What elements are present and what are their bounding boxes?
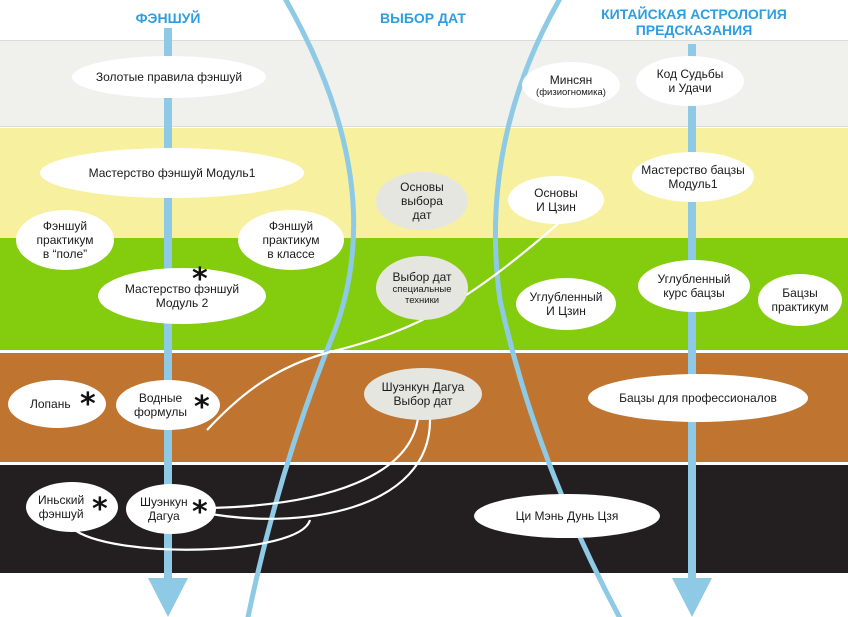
column-title-fengshui: ФЭНШУЙ <box>135 10 201 26</box>
connector-shuankun-dates-to-dagua <box>209 417 420 510</box>
node-label: Бацзы практикум <box>771 286 829 314</box>
dates-left-boundary-arc <box>245 0 357 617</box>
astrology-arrowhead <box>672 578 712 617</box>
connector-iching-to-water <box>206 221 561 431</box>
node-bazi-module1[interactable]: Мастерство бацзы Модуль1 <box>632 152 754 202</box>
node-label: Шуэнкун Дагуа <box>140 495 188 523</box>
column-title-astrology: КИТАЙСКАЯ АСТРОЛОГИЯ ПРЕДСКАЗАНИЯ <box>601 6 787 38</box>
node-bazi-practice[interactable]: Бацзы практикум <box>758 274 842 326</box>
node-bazi-advanced[interactable]: Углубленный курс бацзы <box>638 260 750 312</box>
node-label: Основы выбора дат <box>400 180 444 222</box>
node-label: Золотые правила фэншуй <box>95 70 243 84</box>
node-label: Выбор дат <box>392 270 452 284</box>
node-label: Иньский фэншуй <box>38 493 85 521</box>
node-label: Мастерство фэншуй Модуль1 <box>88 166 256 180</box>
node-label: Лопань <box>30 397 71 411</box>
node-date-basics[interactable]: Основы выбора дат <box>376 172 468 230</box>
fengshui-arrowhead <box>148 578 188 617</box>
node-shuankun-dates[interactable]: Шуэнкун Дагуа Выбор дат <box>364 368 482 420</box>
node-fs-class[interactable]: Фэншуй практикум в классе <box>238 210 344 270</box>
asterisk-yin-fengshui: * <box>92 492 108 527</box>
node-label: Код Судьбы и Удачи <box>656 67 724 95</box>
asterisk-lopan: * <box>80 387 96 422</box>
connector-yin-to-shuankun <box>71 519 312 551</box>
node-fs-module1[interactable]: Мастерство фэншуй Модуль1 <box>40 148 304 198</box>
node-yin-fengshui[interactable]: Иньский фэншуй <box>26 482 118 532</box>
column-title-dates: ВЫБОР ДАТ <box>380 10 466 26</box>
node-golden-rules[interactable]: Золотые правила фэншуй <box>72 56 266 98</box>
asterisk-fs-module2: * <box>192 262 208 297</box>
node-qimen[interactable]: Ци Мэнь Дунь Цзя <box>474 494 660 538</box>
node-label: Водные формулы <box>134 391 187 419</box>
node-label: Фэншуй практикум в классе <box>262 219 320 261</box>
node-bazi-pro[interactable]: Бацзы для профессионалов <box>588 374 808 422</box>
node-sublabel: специальные техники <box>392 284 452 306</box>
asterisk-water-formulas: * <box>194 390 210 425</box>
node-mingsyan[interactable]: Минсян(физиогномика) <box>522 62 620 108</box>
node-label: Основы И Цзин <box>534 186 578 214</box>
connector-water-to-shuankun-dates <box>199 417 432 520</box>
node-label: Минсян <box>549 72 593 87</box>
node-lopan[interactable]: Лопань <box>8 380 106 428</box>
node-label: Углубленный И Цзин <box>529 290 603 318</box>
node-fate-code[interactable]: Код Судьбы и Удачи <box>636 56 744 106</box>
node-shuankun-dagua[interactable]: Шуэнкун Дагуа <box>126 484 216 534</box>
node-iching-basics[interactable]: Основы И Цзин <box>508 176 604 224</box>
node-fs-field[interactable]: Фэншуй практикум в “поле” <box>16 210 114 270</box>
node-sublabel: (физиогномика) <box>536 86 606 98</box>
node-label: Углубленный курс бацзы <box>657 272 731 300</box>
node-label: Шуэнкун Дагуа Выбор дат <box>381 380 465 408</box>
node-label: Мастерство бацзы Модуль1 <box>641 163 745 191</box>
node-label: Бацзы для профессионалов <box>619 391 777 405</box>
node-label: Мастерство фэншуй Модуль 2 <box>124 282 240 310</box>
node-label: Ци Мэнь Дунь Цзя <box>515 509 619 523</box>
node-label: Фэншуй практикум в “поле” <box>36 219 94 261</box>
node-water-formulas[interactable]: Водные формулы <box>116 380 220 430</box>
asterisk-shuankun-dagua: * <box>192 495 208 530</box>
node-iching-advanced[interactable]: Углубленный И Цзин <box>516 278 616 330</box>
node-fs-module2[interactable]: Мастерство фэншуй Модуль 2 <box>98 268 266 324</box>
